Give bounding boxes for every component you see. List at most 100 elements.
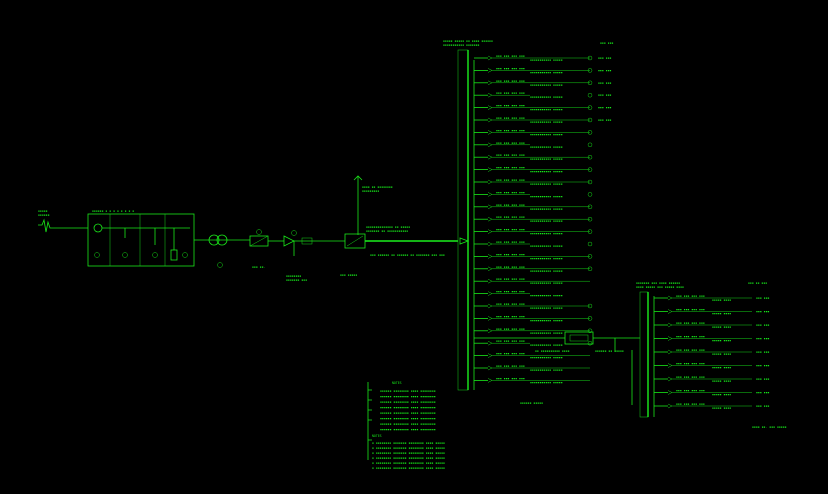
row-rating: ▪▪▪ ▪▪▪ <box>598 68 612 72</box>
sub-circuit-row: ▪▪▪ ▪▪▪ ▪▪▪ ▪▪▪ ▪▪▪▪▪ ▪▪▪▪ ▪▪▪ ▪▪▪ <box>654 321 770 329</box>
row-label: ▪▪▪ ▪▪▪ ▪▪▪ ▪▪▪ <box>496 116 525 120</box>
row-desc: ▪▪▪▪▪▪▪▪▪▪▪ ▪▪▪▪▪ <box>530 244 563 248</box>
circuit-row: ▪▪▪ ▪▪▪ ▪▪▪ ▪▪▪▪▪▪▪▪▪▪▪▪▪▪ ▪▪▪▪▪ <box>474 376 590 384</box>
sub-row-desc: ▪▪▪▪▪ ▪▪▪▪ <box>712 366 731 370</box>
main-panel: ▪▪▪▪▪ ▪▪▪▪▪ ▪▪ ▪▪▪▪ ▪▪▪▪▪▪ ▪▪▪▪▪▪▪▪▪▪▪ ▪… <box>443 39 614 391</box>
row-label: ▪▪▪ ▪▪▪ ▪▪▪ ▪▪▪ <box>496 277 525 281</box>
sub-row-desc: ▪▪▪▪▪ ▪▪▪▪ <box>712 406 731 410</box>
load-icon <box>587 117 593 123</box>
row-desc: ▪▪▪▪▪▪▪▪▪▪▪ ▪▪▪▪▪ <box>530 356 563 360</box>
row-desc: ▪▪▪▪▪▪▪▪▪▪▪ ▪▪▪▪▪ <box>530 331 563 335</box>
load-icon <box>587 266 593 272</box>
note-line: ▪▪▪▪▪▪ ▪▪▪▪▪▪▪▪ ▪▪▪▪ ▪▪▪▪▪▪▪▪ <box>380 395 436 399</box>
sub-row-label: ▪▪▪ ▪▪▪ ▪▪▪ ▪▪▪ <box>676 335 705 339</box>
row-desc: ▪▪▪▪▪▪▪▪▪▪▪ ▪▪▪▪▪ <box>530 145 563 149</box>
load-icon <box>587 241 593 247</box>
circuit-row: ▪▪▪ ▪▪▪ ▪▪▪ ▪▪▪▪▪▪▪▪▪▪▪▪▪▪ ▪▪▪▪▪ <box>474 339 593 347</box>
row-label: ▪▪▪ ▪▪▪ ▪▪▪ ▪▪▪ <box>496 141 525 145</box>
source-label-2: ▪▪▪▪▪▪ <box>38 213 50 217</box>
sub-note-2: ▪▪▪▪▪▪ ▪▪ ▪▪▪▪▪ <box>595 349 624 353</box>
load-icon <box>587 105 593 110</box>
circuit-row: ▪▪▪ ▪▪▪ ▪▪▪ ▪▪▪▪▪▪▪▪▪▪▪▪▪▪ ▪▪▪▪▪ <box>474 128 593 136</box>
circuit-row: ▪▪▪ ▪▪▪ ▪▪▪ ▪▪▪▪▪▪▪▪▪▪▪▪▪▪ ▪▪▪▪▪ <box>474 290 563 298</box>
sub-circuit-row: ▪▪▪ ▪▪▪ ▪▪▪ ▪▪▪ ▪▪▪▪▪ ▪▪▪▪ ▪▪▪ ▪▪▪ <box>654 335 770 343</box>
transformer-icon <box>208 234 220 246</box>
load-icon <box>587 216 593 222</box>
row-desc: ▪▪▪▪▪▪▪▪▪▪▪ ▪▪▪▪▪ <box>530 170 563 174</box>
circuit-row: ▪▪▪ ▪▪▪ ▪▪▪ ▪▪▪ ▪▪▪▪▪▪▪▪▪▪▪ ▪▪▪▪▪ <box>474 141 593 149</box>
row-label: ▪▪▪ ▪▪▪ ▪▪▪ ▪▪▪ <box>496 54 525 58</box>
sub-row-desc: ▪▪▪▪▪ ▪▪▪▪ <box>712 339 731 343</box>
panel-title: ▪▪▪▪▪ ▪▪▪▪▪ ▪▪ ▪▪▪▪ ▪▪▪▪▪▪ <box>443 39 493 43</box>
row-label: ▪▪▪ ▪▪▪ ▪▪▪ ▪▪▪ <box>496 290 525 294</box>
sub-row-label: ▪▪▪ ▪▪▪ ▪▪▪ ▪▪▪ <box>676 308 705 312</box>
load-icon <box>587 68 593 73</box>
circuit-row: ▪▪▪ ▪▪▪ ▪▪▪ ▪▪▪▪▪▪▪▪▪▪▪▪▪▪ ▪▪▪▪▪ <box>474 203 593 211</box>
sub-row-rating: ▪▪▪ ▪▪▪ <box>756 404 770 408</box>
row-desc: ▪▪▪▪▪▪▪▪▪▪▪ ▪▪▪▪▪ <box>530 157 563 161</box>
ups-label: ▪▪▪ ▪▪. <box>252 265 266 269</box>
sub-circuit-row: ▪▪▪ ▪▪▪ ▪▪▪ ▪▪▪▪▪▪▪▪ ▪▪▪▪▪▪▪ ▪▪▪ <box>654 348 770 356</box>
sub-breaker-box <box>564 331 594 345</box>
sub-row-rating: ▪▪▪ ▪▪▪ <box>756 310 770 314</box>
note2-line: ▪ ▪▪▪▪▪▪▪▪ ▪▪▪▪▪▪▪ ▪▪▪▪▪▪▪▪ ▪▪▪▪ ▪▪▪▪▪ <box>372 451 445 455</box>
row-rating: ▪▪▪ ▪▪▪ <box>598 106 612 110</box>
load-icon <box>587 303 593 309</box>
sub-row-rating: ▪▪▪ ▪▪▪ <box>756 323 770 327</box>
sub-row-desc: ▪▪▪▪▪ ▪▪▪▪ <box>712 298 731 302</box>
row-desc: ▪▪▪▪▪▪▪▪▪▪▪ ▪▪▪▪▪ <box>530 120 563 124</box>
row-desc: ▪▪▪▪▪▪▪▪▪▪▪ ▪▪▪▪▪ <box>530 207 563 211</box>
switchgear-label: ▪▪▪▪▪▪ ▪ ▪ ▪ ▪ ▪ ▪ ▪ ▪ <box>92 209 134 213</box>
load-icon <box>587 80 593 86</box>
row-label: ▪▪▪ ▪▪▪ ▪▪▪ ▪▪▪ <box>496 166 525 170</box>
sub-circuit-row: ▪▪▪ ▪▪▪ ▪▪▪ ▪▪▪▪▪▪▪▪ ▪▪▪▪▪▪▪ ▪▪▪ <box>654 294 770 302</box>
row-desc: ▪▪▪▪▪▪▪▪▪▪▪ ▪▪▪▪▪ <box>530 83 563 87</box>
row-label: ▪▪▪ ▪▪▪ ▪▪▪ ▪▪▪ <box>496 190 525 194</box>
circuit-row: ▪▪▪ ▪▪▪ ▪▪▪ ▪▪▪▪▪▪▪▪▪▪▪▪▪▪ ▪▪▪▪▪ <box>474 228 593 236</box>
panel-corner: ▪▪▪ ▪▪▪ <box>600 41 614 45</box>
row-label: ▪▪▪ ▪▪▪ ▪▪▪ ▪▪▪ <box>496 178 525 182</box>
load-icon <box>587 204 593 210</box>
load-icon <box>587 254 593 259</box>
row-label: ▪▪▪ ▪▪▪ ▪▪▪ ▪▪▪ <box>496 352 525 356</box>
note2-line: ▪ ▪▪▪▪▪▪▪▪ ▪▪▪▪▪▪▪ ▪▪▪▪▪▪▪▪ ▪▪▪▪ ▪▪▪▪▪ <box>372 446 445 450</box>
load-icon <box>587 130 593 135</box>
utility-source: ▪▪▪▪▪ ▪▪▪▪▪▪ <box>38 209 88 233</box>
sub-row-desc: ▪▪▪▪▪ ▪▪▪▪ <box>712 352 731 356</box>
sub-row-desc: ▪▪▪▪▪ ▪▪▪▪ <box>712 325 731 329</box>
sub-note: ▪▪ ▪▪▪▪▪▪▪▪▪▪ ▪▪▪▪ <box>535 349 570 353</box>
sub-row-label: ▪▪▪ ▪▪▪ ▪▪▪ ▪▪▪ <box>676 348 705 352</box>
circuit-row: ▪▪▪ ▪▪▪ ▪▪▪ ▪▪▪▪▪▪▪▪▪▪▪▪▪▪ ▪▪▪▪▪▪▪▪ ▪▪▪ <box>474 79 612 87</box>
row-desc: ▪▪▪▪▪▪▪▪▪▪▪ ▪▪▪▪▪ <box>530 182 563 186</box>
breaker-icon <box>283 235 295 247</box>
row-rating: ▪▪▪ ▪▪▪ <box>598 118 612 122</box>
sub-row-label: ▪▪▪ ▪▪▪ ▪▪▪ ▪▪▪ <box>676 321 705 325</box>
note-line: ▪▪▪▪▪▪ ▪▪▪▪▪▪▪▪ ▪▪▪▪ ▪▪▪▪▪▪▪▪ <box>380 406 436 410</box>
circuit-row: ▪▪▪ ▪▪▪ ▪▪▪ ▪▪▪ ▪▪▪▪▪▪▪▪▪▪▪ ▪▪▪▪▪ <box>474 166 593 174</box>
sub-row-label: ▪▪▪ ▪▪▪ ▪▪▪ ▪▪▪ <box>676 362 705 366</box>
row-label: ▪▪▪ ▪▪▪ ▪▪▪ ▪▪▪ <box>496 104 525 108</box>
sub-row-rating: ▪▪▪ ▪▪▪ <box>756 337 770 341</box>
panel-label: ▪▪▪▪▪▪ ▪▪▪▪▪ <box>520 401 543 405</box>
row-desc: ▪▪▪▪▪▪▪▪▪▪▪ ▪▪▪▪▪ <box>530 343 563 347</box>
row-label: ▪▪▪ ▪▪▪ ▪▪▪ ▪▪▪ <box>496 327 525 331</box>
row-desc: ▪▪▪▪▪▪▪▪▪▪▪ ▪▪▪▪▪ <box>530 95 563 99</box>
sub-circuit-row: ▪▪▪ ▪▪▪ ▪▪▪ ▪▪▪▪▪▪▪▪ ▪▪▪▪▪▪▪ ▪▪▪ <box>654 308 770 316</box>
row-label: ▪▪▪ ▪▪▪ ▪▪▪ ▪▪▪ <box>496 215 525 219</box>
row-desc: ▪▪▪▪▪▪▪▪▪▪▪ ▪▪▪▪▪ <box>530 194 563 198</box>
sub-circuit-row: ▪▪▪ ▪▪▪ ▪▪▪ ▪▪▪▪▪▪▪▪ ▪▪▪▪▪▪▪ ▪▪▪ <box>654 375 770 383</box>
sub-corner: ▪▪▪ ▪▪ ▪▪▪ <box>748 281 767 285</box>
load-icon <box>587 340 593 346</box>
row-desc: ▪▪▪▪▪▪▪▪▪▪▪ ▪▪▪▪▪ <box>530 132 563 136</box>
load-icon <box>587 179 593 185</box>
circuit-row: ▪▪▪ ▪▪▪ ▪▪▪ ▪▪▪▪▪▪▪▪▪▪▪▪▪▪ ▪▪▪▪▪ <box>474 302 593 310</box>
row-desc: ▪▪▪▪▪▪▪▪▪▪▪ ▪▪▪▪▪ <box>530 306 563 310</box>
ats-label: ▪▪▪ ▪▪▪▪▪ <box>340 273 357 277</box>
row-desc: ▪▪▪▪▪▪▪▪▪▪▪ ▪▪▪▪▪ <box>530 70 563 74</box>
sub-row-rating: ▪▪▪ ▪▪▪ <box>756 377 770 381</box>
note-line: ▪▪▪▪▪▪ ▪▪▪▪▪▪▪▪ ▪▪▪▪ ▪▪▪▪▪▪▪▪ <box>380 422 436 426</box>
load-icon <box>587 142 593 148</box>
row-label: ▪▪▪ ▪▪▪ ▪▪▪ ▪▪▪ <box>496 153 525 157</box>
sub-circuit-row: ▪▪▪ ▪▪▪ ▪▪▪ ▪▪▪▪▪▪▪▪ ▪▪▪▪▪▪▪ ▪▪▪ <box>654 362 770 370</box>
